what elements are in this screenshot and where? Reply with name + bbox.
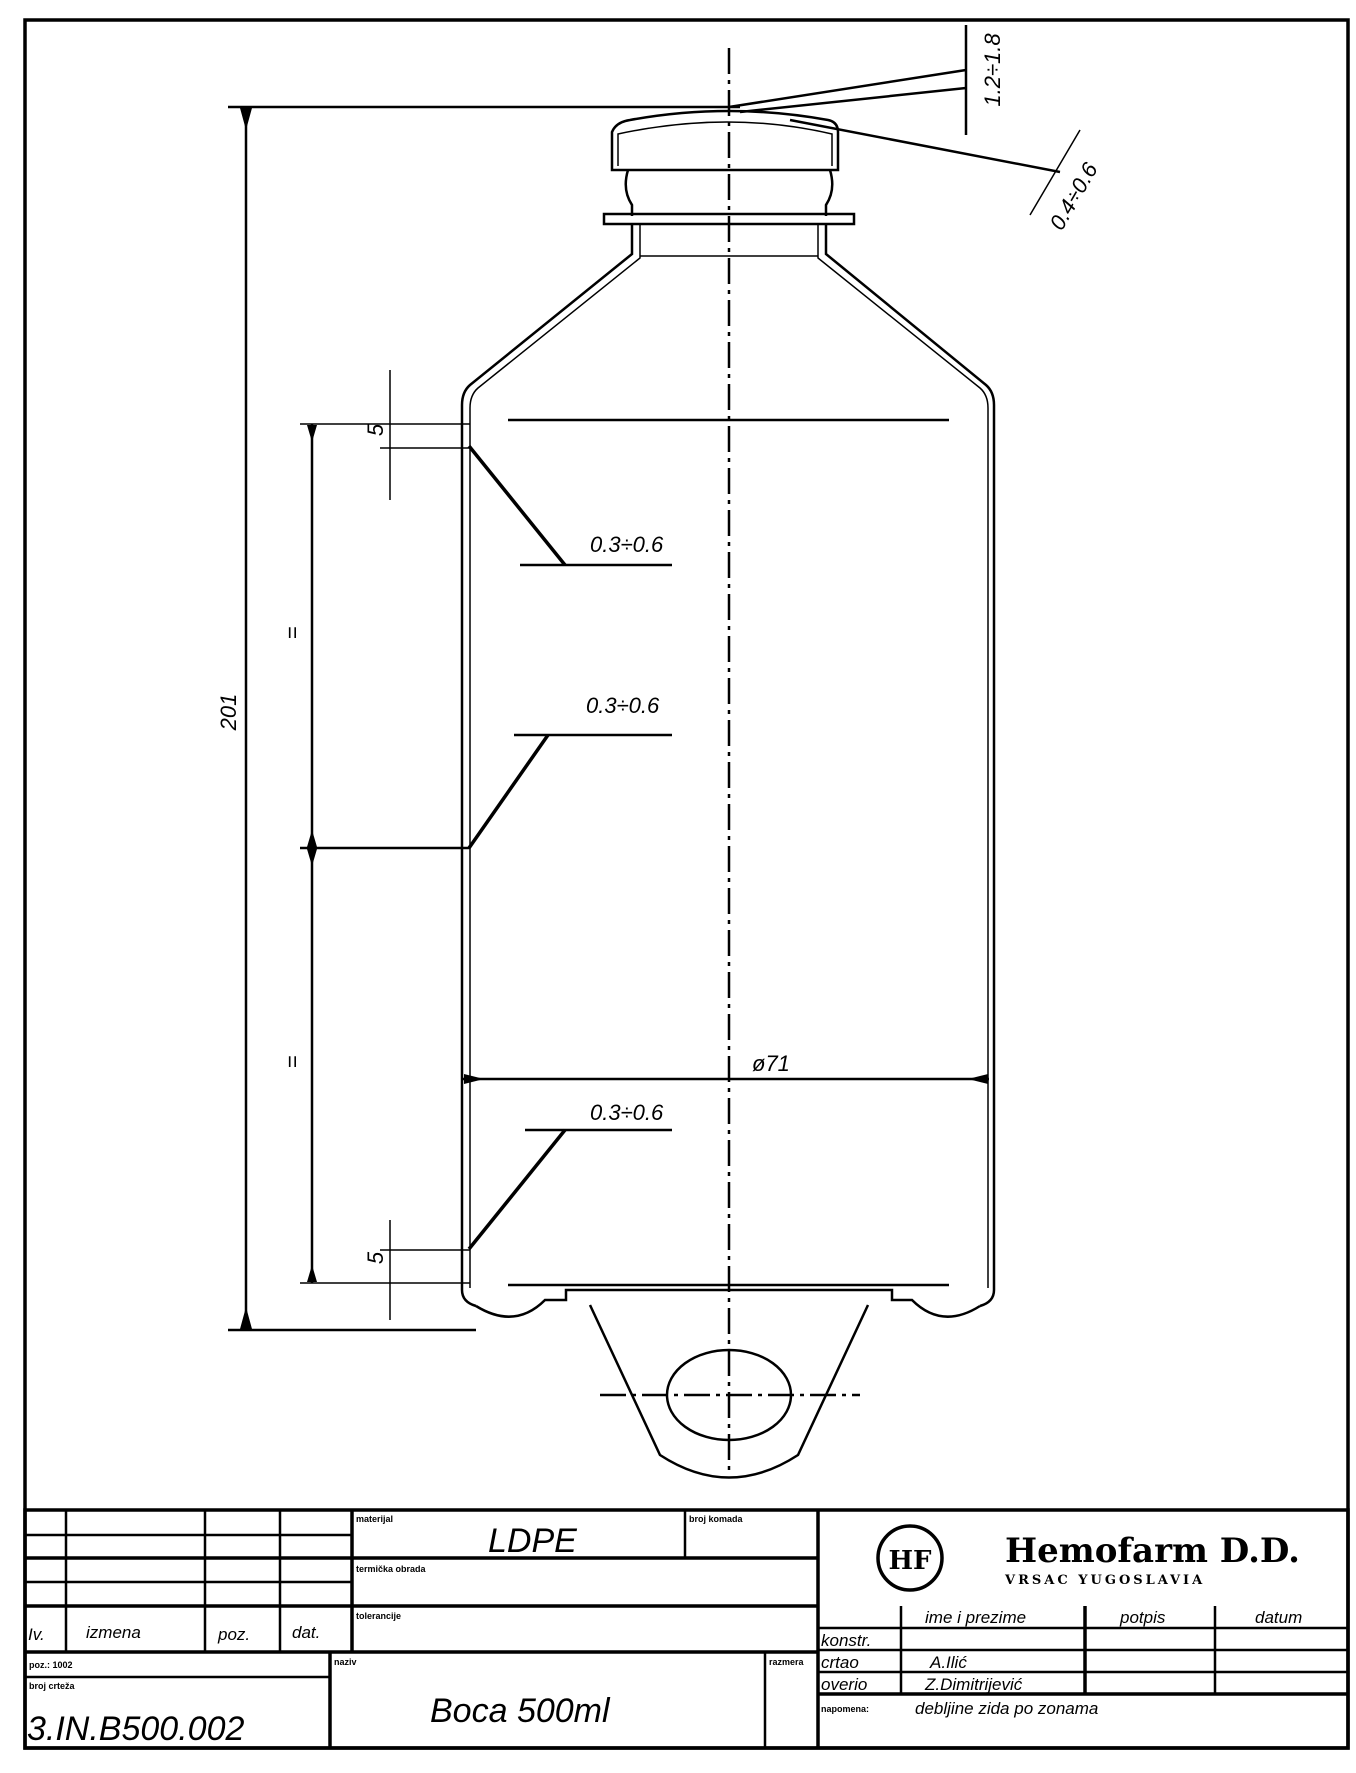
wall-thickness-leaders: 0.3÷0.6 0.3÷0.6 0.3÷0.6 [467, 444, 672, 1251]
equal-lower-text: = [280, 1055, 305, 1068]
equal-upper-text: = [280, 626, 305, 639]
2-text: overio [821, 1675, 867, 1694]
note-label-text: napomena: [821, 1704, 869, 1714]
cap-thickness-leaders: 1.2÷1.8 0.4÷0.6 [728, 25, 1103, 235]
dimension-zones: = = 5 5 [280, 370, 470, 1320]
1-text: potpis [1119, 1608, 1166, 1627]
drawn-by-text: A.Ilić [929, 1653, 967, 1672]
drawing-frame [23, 18, 1350, 1750]
checked-by-text: Z.Dimitrijević [924, 1675, 1023, 1694]
logo-text-text: HF [888, 1546, 932, 1576]
1-text: izmena [86, 1623, 141, 1642]
company-logo: HF [876, 1524, 944, 1592]
bottle-outline [460, 48, 996, 1479]
neck-flange [602, 212, 856, 226]
cap-thickness-text: 0.4÷0.6 [1044, 158, 1103, 235]
wall-upper-text: 0.3÷0.6 [590, 532, 664, 557]
name-label-text: naziv [334, 1657, 357, 1667]
wall-lower-text: 0.3÷0.6 [590, 1100, 664, 1125]
tolerance-label-text: tolerancije [356, 1611, 401, 1621]
diameter-text: ø71 [752, 1051, 790, 1076]
offset-bottom-text: 5 [363, 1251, 388, 1264]
0-text: konstr. [821, 1631, 871, 1650]
overall-height-label: 201 [216, 694, 241, 732]
0-text: Iv. [28, 1625, 45, 1644]
drawing-number-label-text: broj crteža [29, 1681, 76, 1691]
wall-middle-text: 0.3÷0.6 [586, 693, 660, 718]
quantity-label-text: broj komada [689, 1514, 744, 1524]
note-value: debljine zida po zonama [915, 1699, 1098, 1718]
material-label-text: materijal [356, 1514, 393, 1524]
drawing-number: 3.IN.B500.002 [27, 1710, 244, 1748]
dimension-diameter: ø71 [463, 1051, 989, 1084]
offset-top-text: 5 [363, 423, 388, 436]
top-thickness-text: 1.2÷1.8 [980, 33, 1005, 107]
0-text: ime i prezime [925, 1608, 1026, 1627]
position-label-text: poz.: 1002 [29, 1660, 73, 1670]
company-location-text: VRSAC YUGOSLAVIA [1004, 1573, 1205, 1588]
3-text: dat. [292, 1623, 320, 1642]
heat-treatment-label-text: termička obrada [356, 1564, 427, 1574]
2-text: poz. [217, 1625, 250, 1644]
2-text: datum [1255, 1608, 1302, 1627]
material-value: LDPE [488, 1522, 577, 1560]
title-block: materijal LDPE broj komada termička obra… [23, 1508, 1350, 1750]
drawing-name: Boca 500ml [430, 1692, 611, 1730]
scale-label-text: razmera [769, 1657, 805, 1667]
company-name: Hemofarm D.D. [1005, 1531, 1300, 1571]
dimension-overall-height: 201 [216, 105, 740, 1332]
1-text: crtao [821, 1653, 859, 1672]
